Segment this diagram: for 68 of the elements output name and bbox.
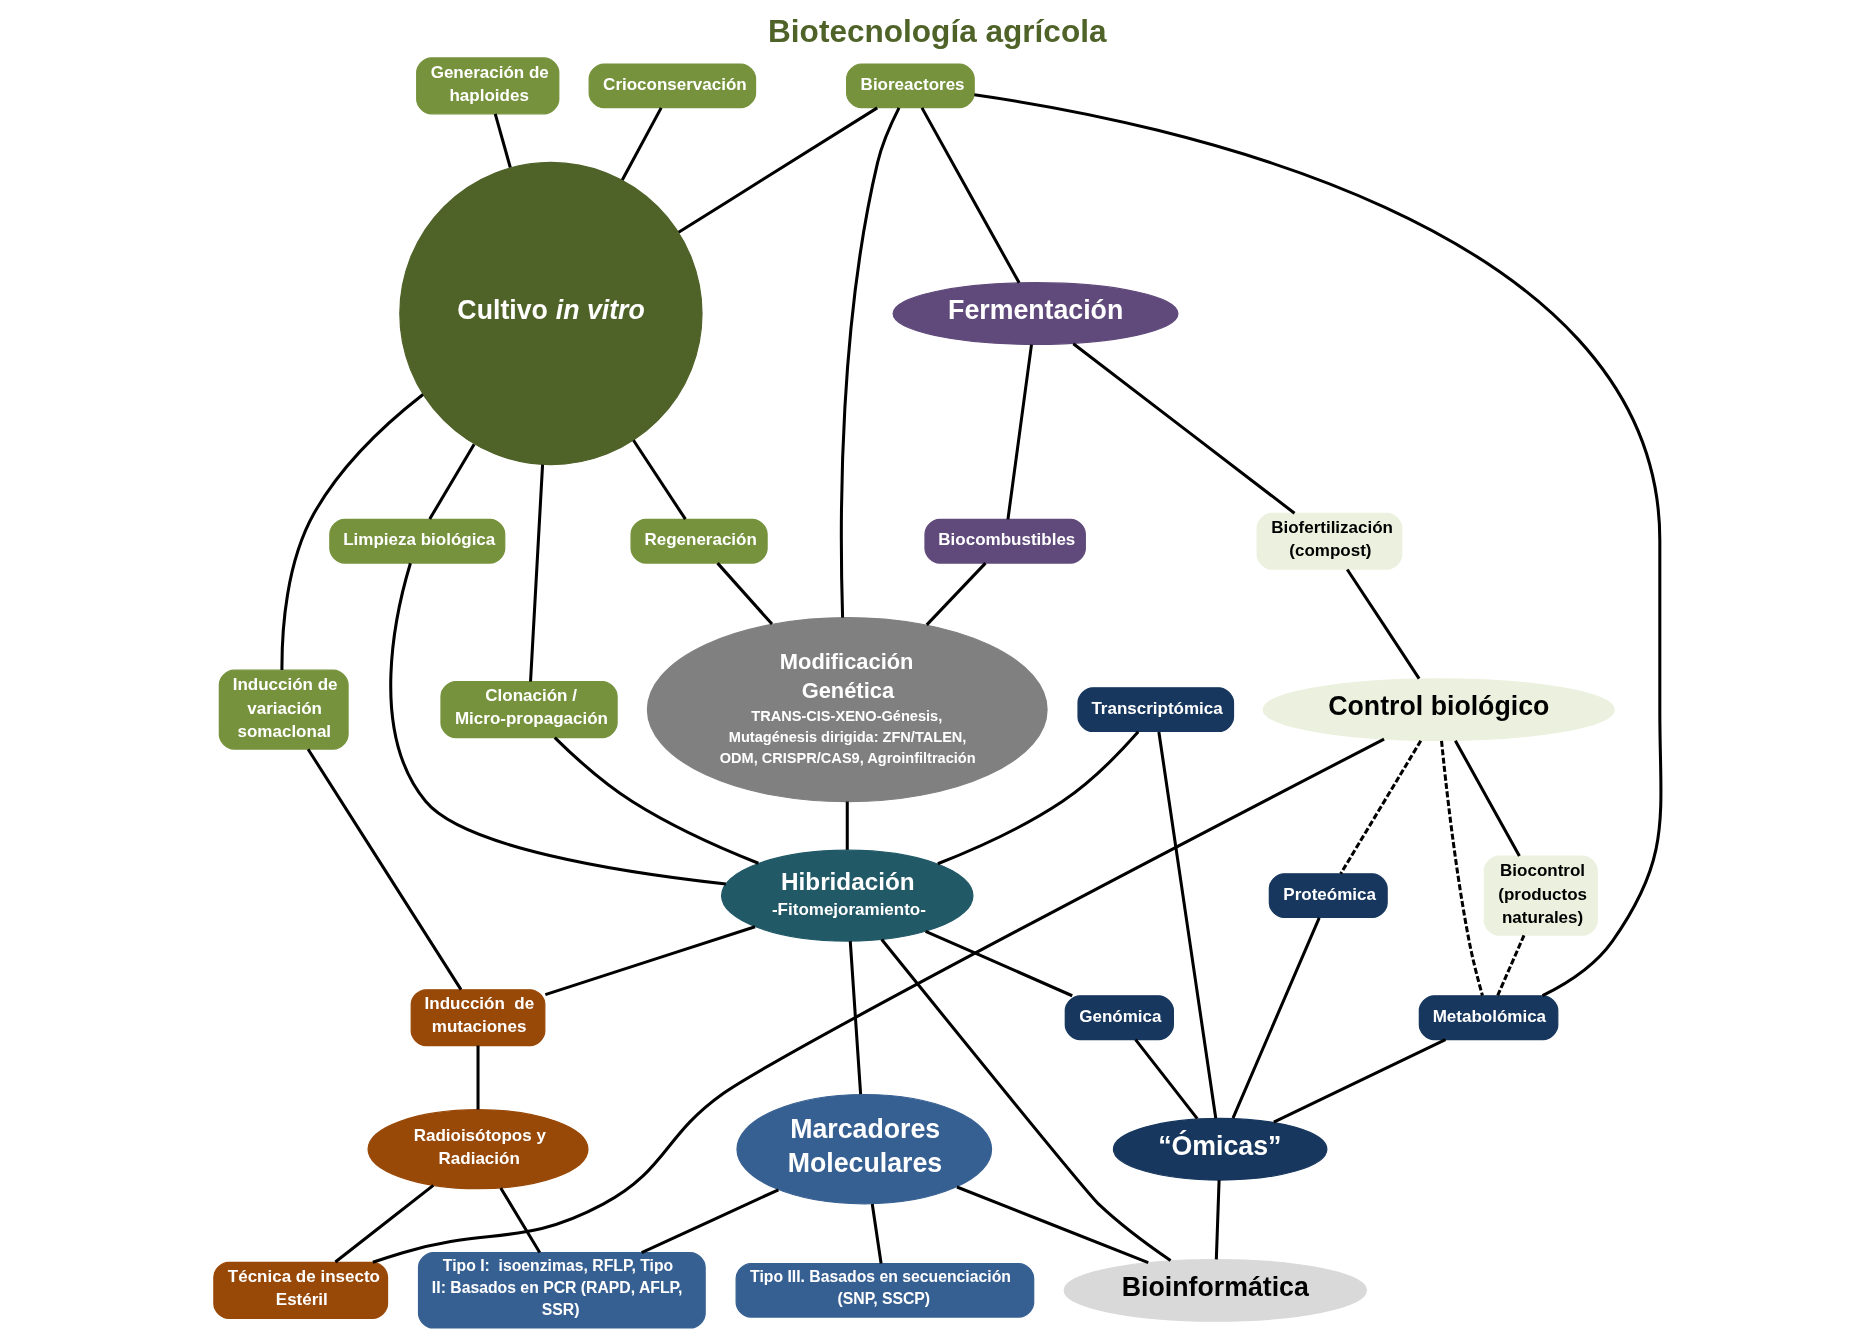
- node-box: Tipo I: isoenzimas, RFLP, Tipo II: Basados en PCR (RAPD, AFLP, SSR): [417, 1252, 706, 1329]
- connector: [1453, 740, 1521, 857]
- node-box: Biocontrol (productos naturales): [1483, 855, 1598, 936]
- node-ellipse: Hibridación -Fitomejoramiento-: [720, 849, 974, 942]
- node-box: Biofertilización (compost): [1256, 512, 1402, 570]
- connector: [925, 562, 987, 626]
- node-ellipse: Control biológico: [1262, 678, 1615, 742]
- node-box: Inducción de variación somaclonal: [218, 669, 349, 750]
- node-circle: Cultivo in vitro: [398, 161, 703, 466]
- connector: [1156, 731, 1217, 1119]
- connector: [1071, 342, 1295, 515]
- connector: [848, 941, 862, 1095]
- connector: [306, 748, 462, 991]
- node-ellipse: Fermentación: [892, 282, 1179, 346]
- connector: [870, 1203, 883, 1264]
- node-box: Técnica de insecto Estéril: [212, 1261, 388, 1319]
- connector: [476, 1045, 480, 1110]
- node-ellipse: Bioinformática: [1063, 1258, 1367, 1322]
- connector: [1272, 1038, 1446, 1124]
- diagram-title: Biotecnología agrícola: [767, 12, 1107, 49]
- connector: [955, 1185, 1149, 1265]
- connector: [498, 1187, 541, 1254]
- node-ellipse: Radioisótopos y Radiación: [367, 1109, 589, 1190]
- node-box: Proteómica: [1268, 873, 1388, 919]
- connector: [1345, 568, 1420, 680]
- connector: [631, 439, 687, 521]
- node-box: Tipo III. Basados en secuenciación (SNP, SSCP): [735, 1263, 1034, 1318]
- node-ellipse: “Ómicas”: [1112, 1117, 1327, 1181]
- connector: [1005, 344, 1033, 520]
- connector: [493, 113, 512, 168]
- connector: [371, 737, 1385, 1264]
- connector: [388, 562, 726, 886]
- connector: [1214, 1180, 1221, 1260]
- connector: [1231, 917, 1321, 1119]
- connector: [640, 1188, 779, 1254]
- connector: [620, 107, 662, 181]
- connector: [845, 801, 849, 850]
- node-box: Biocombustibles: [923, 518, 1086, 564]
- node-ellipse: Marcadores Moleculares: [735, 1093, 992, 1205]
- connector: [880, 938, 1171, 1262]
- node-box: Transcriptómica: [1076, 687, 1234, 733]
- connector: [924, 929, 1073, 998]
- node-box: Generación de haploides: [415, 57, 559, 115]
- connector: [528, 464, 544, 682]
- connector: [973, 93, 1662, 998]
- node-box: Bioreactores: [845, 63, 975, 109]
- node-box: Metabolómica: [1418, 995, 1558, 1041]
- connector: [279, 393, 424, 670]
- connector: [1338, 739, 1422, 875]
- connector: [553, 736, 759, 865]
- connector: [677, 106, 878, 234]
- connector: [920, 107, 1020, 284]
- connector: [839, 107, 900, 618]
- node-box: Genómica: [1064, 995, 1174, 1041]
- node-box: Regeneración: [629, 518, 768, 564]
- connector: [1133, 1038, 1198, 1120]
- node-ellipse: Modificación Genética TRANS-CIS-XENO-Génesis, Mutagénesis dirigida: ZFN/TALEN, ODM, CRISPR/CAS9, Agroinfiltración: [646, 616, 1048, 803]
- node-box: Limpieza biológica: [328, 518, 505, 564]
- node-box: Crioconservación: [588, 63, 756, 109]
- connector: [1439, 740, 1484, 996]
- node-box: Clonación / Micro-propagación: [439, 681, 618, 739]
- connector: [544, 925, 755, 997]
- connector: [427, 443, 475, 520]
- connector: [715, 562, 773, 626]
- connector: [1495, 934, 1525, 997]
- node-box: Inducción de mutaciones: [410, 989, 545, 1047]
- connector: [936, 730, 1139, 866]
- connector: [333, 1184, 434, 1264]
